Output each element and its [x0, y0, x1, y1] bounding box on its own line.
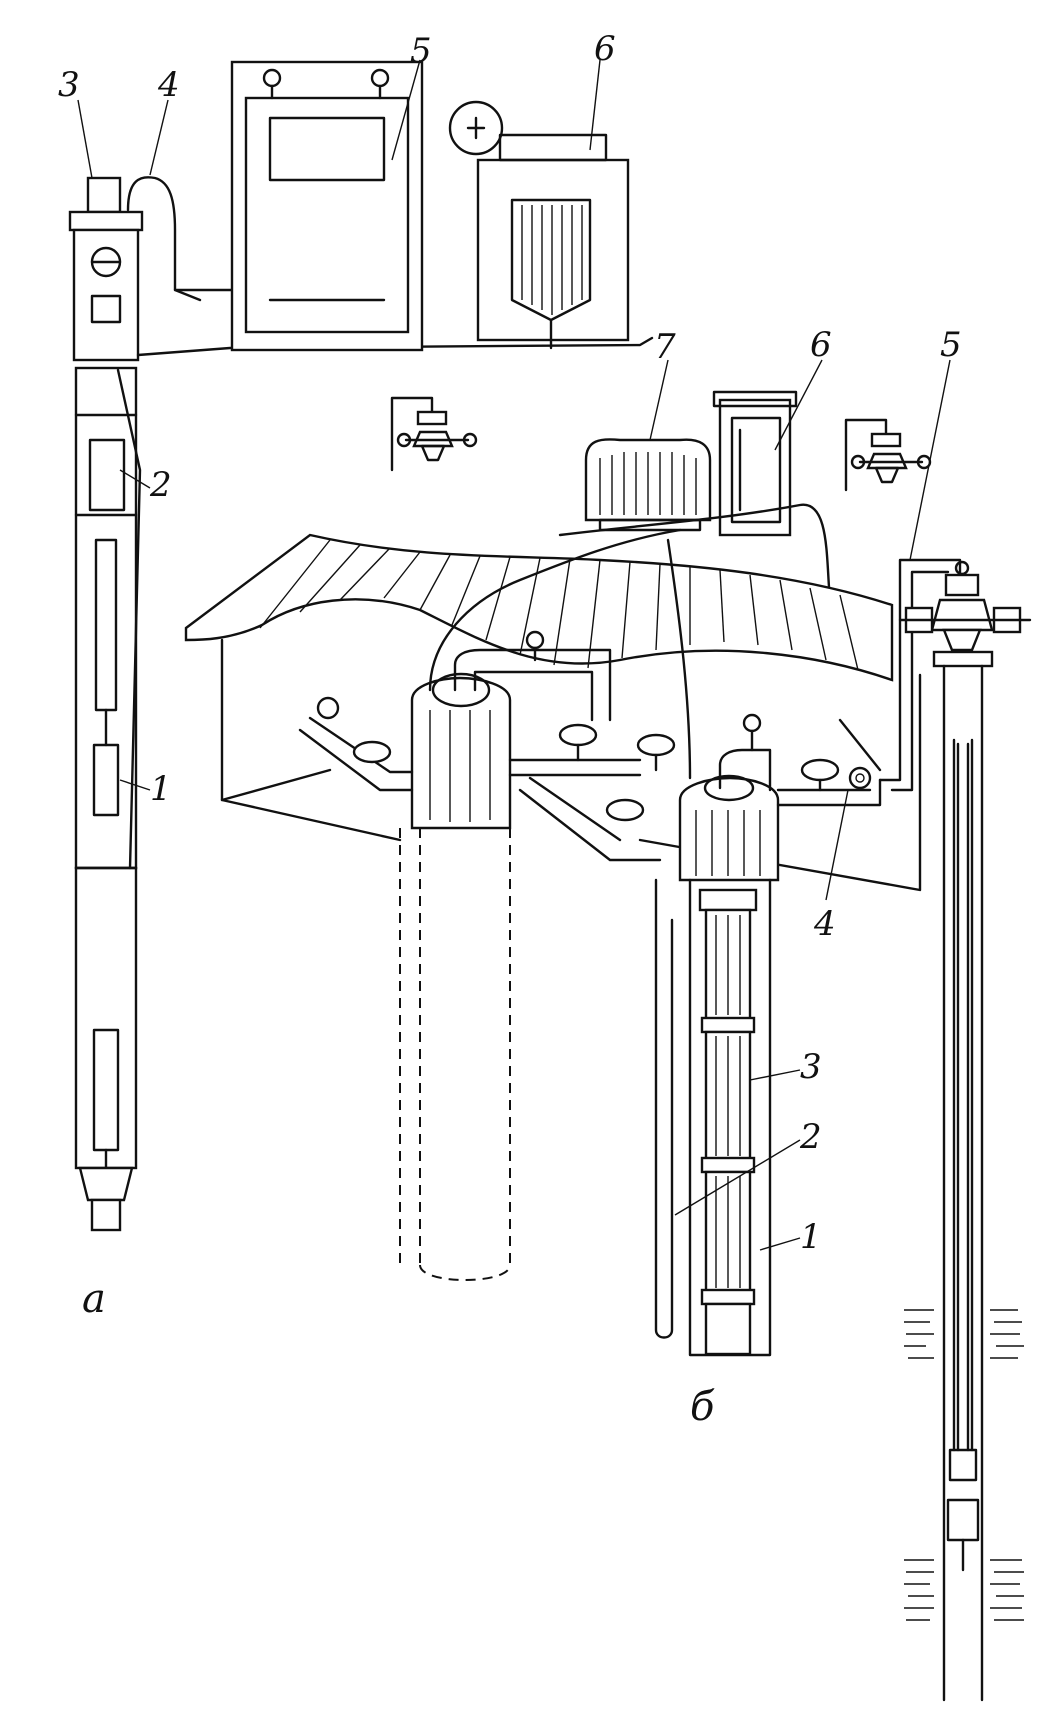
wellhead-far-right: [898, 560, 1032, 668]
label-a-5: 5: [410, 31, 432, 71]
valve-handwheel-center: [636, 733, 676, 757]
figure-b: 7 6 5 4 3 2 1 б: [184, 325, 1032, 1702]
label-b-7: 7: [654, 327, 676, 367]
outlet-pipe-left: [453, 648, 612, 722]
protector-section: [88, 438, 126, 512]
pressure-gauge-right-icon: [742, 713, 762, 733]
shelter-wall-left: [220, 638, 402, 842]
label-a-2: 2: [149, 465, 172, 505]
motor-section: [92, 743, 120, 817]
cable-b-left: [428, 528, 682, 692]
wellhead-valve: [86, 176, 122, 214]
pump-column-upper: [74, 366, 138, 870]
submersible-pump-b: [698, 888, 758, 1356]
bypass-pipe: [518, 776, 662, 862]
outlet-pipe-right: [718, 748, 772, 792]
valve-handwheel-mid: [558, 723, 598, 747]
label-b-5: 5: [940, 325, 962, 365]
shelter-roof: [184, 533, 894, 682]
pump-column-lower: [74, 866, 138, 1170]
strata-hatching-upper: [904, 1309, 1024, 1359]
label-b-3: 3: [800, 1047, 822, 1087]
transformer-b: [584, 438, 712, 532]
transformer-radiator: [510, 198, 592, 322]
transformer-fan-icon: [448, 100, 504, 156]
wellhead-flange: [68, 210, 144, 232]
label-a-3: 3: [58, 65, 80, 105]
control-station-window: [268, 116, 386, 182]
valve-handwheel-bypass: [605, 798, 645, 822]
caption-b: б: [690, 1384, 715, 1430]
figure-a: 3 4 5 6 2 1 а: [58, 29, 654, 1322]
well-left: [399, 672, 512, 1281]
power-cable: [116, 368, 142, 870]
valve-handwheel-right: [800, 758, 840, 782]
flow-meter-icon: [848, 766, 872, 790]
strata-hatching-lower: [904, 1559, 1024, 1621]
pressure-gauge-left-icon: [316, 696, 340, 720]
valve-handwheel-left: [352, 740, 392, 764]
transformer-cover: [498, 133, 608, 162]
platform-edge: [558, 503, 832, 602]
ground-line: [136, 336, 654, 357]
cable-loop: [126, 176, 202, 302]
label-a-6: 6: [594, 29, 616, 69]
pump-nose: [78, 1166, 134, 1202]
label-b-4: 4: [813, 904, 836, 944]
label-b-6: 6: [810, 325, 832, 365]
transformer-tank: [476, 158, 630, 342]
riser-pipe: [878, 558, 962, 782]
caption-a: а: [82, 1276, 106, 1322]
manifold-line: [508, 758, 642, 777]
pump-b-motor: [704, 1302, 752, 1356]
control-station-cabinet: [244, 96, 410, 334]
label-a-1: 1: [150, 769, 172, 809]
label-a-4: 4: [157, 65, 180, 105]
discharge-line: [776, 778, 882, 807]
label-b-1: 1: [800, 1217, 822, 1257]
inlet-pipe-left: [298, 728, 414, 792]
wellhead-valve-right: [844, 418, 932, 492]
label-b-2: 2: [799, 1117, 822, 1157]
cable-b-right: [666, 538, 692, 780]
wellhead-valve-left: [390, 396, 478, 472]
well-casing-far-right: [904, 664, 1024, 1702]
